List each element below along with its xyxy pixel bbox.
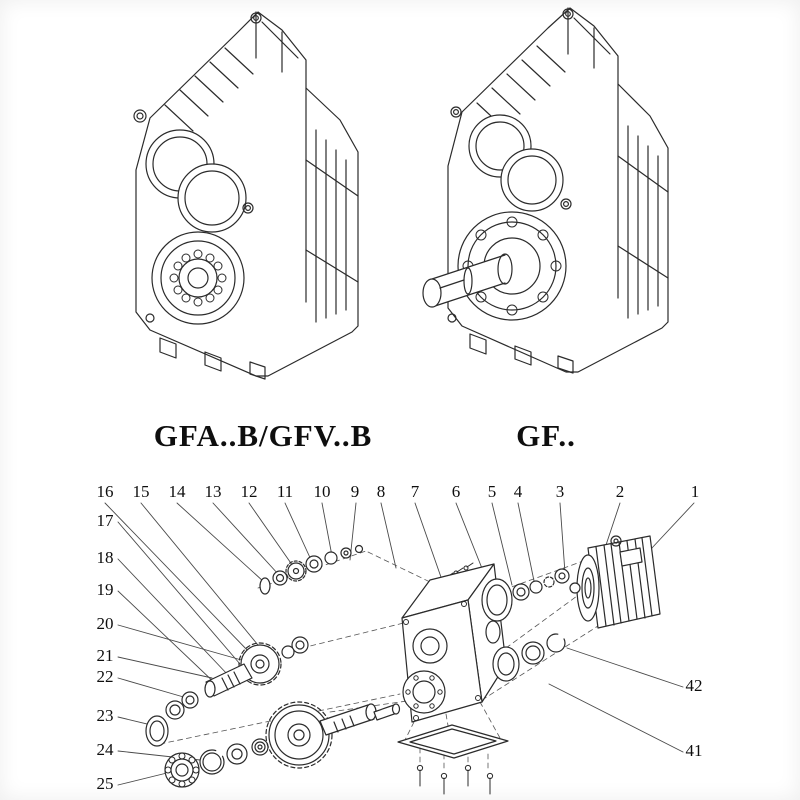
part-callout: 16 xyxy=(96,482,114,501)
callout-leader-lines xyxy=(104,502,695,786)
part-callout: 14 xyxy=(168,482,186,501)
output-shaft-parts xyxy=(145,701,401,788)
intermediate-gear-cluster xyxy=(165,636,309,720)
part-callout: 4 xyxy=(513,482,523,501)
part-callout: 42 xyxy=(685,676,703,695)
part-callout: 2 xyxy=(615,482,625,501)
part-callout: 9 xyxy=(350,482,360,501)
exploded-motor xyxy=(569,535,661,629)
part-callout: 15 xyxy=(132,482,150,501)
part-callout: 3 xyxy=(555,482,565,501)
left-gearbox-drawing xyxy=(133,11,359,380)
part-callout: 13 xyxy=(204,482,222,501)
output-shaft xyxy=(422,253,513,308)
part-callout: 17 xyxy=(96,511,114,530)
input-side-rings xyxy=(481,568,570,622)
part-callout: 11 xyxy=(276,482,294,501)
part-callout: 5 xyxy=(487,482,497,501)
part-callout: 21 xyxy=(96,646,114,665)
part-callout: 24 xyxy=(96,740,114,759)
input-shaft-small-parts xyxy=(259,544,364,595)
right-gearbox-drawing xyxy=(422,7,669,374)
part-callout: 25 xyxy=(96,774,114,793)
part-callout: 8 xyxy=(376,482,386,501)
left-model-label: GFA..B/GFV..B xyxy=(153,418,373,453)
part-callout: 23 xyxy=(96,706,114,725)
part-callout: 20 xyxy=(96,614,114,633)
part-callout: 22 xyxy=(96,667,114,686)
bearing-balls xyxy=(169,249,227,307)
part-callout: 10 xyxy=(313,482,331,501)
part-callout: 6 xyxy=(451,482,461,501)
lower-right-rings xyxy=(492,633,566,682)
part-callout: 18 xyxy=(96,548,114,567)
part-callout: 41 xyxy=(685,741,703,760)
part-callout: 1 xyxy=(690,482,700,501)
part-callout: 19 xyxy=(96,580,114,599)
exploded-drawing xyxy=(104,502,695,795)
cover-plate-and-bolts xyxy=(397,724,509,795)
right-model-label: GF.. xyxy=(516,418,576,453)
part-callout: 7 xyxy=(410,482,420,501)
part-callout: 12 xyxy=(240,482,258,501)
